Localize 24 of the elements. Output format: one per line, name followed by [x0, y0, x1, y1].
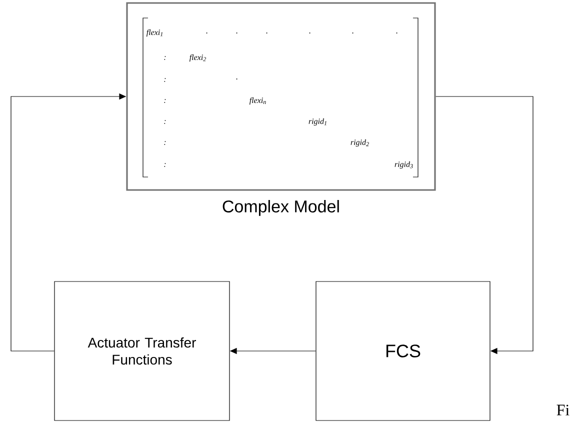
caption-text: Fi — [556, 404, 570, 416]
matrix-entry: . — [236, 32, 238, 34]
matrix-entry: . — [309, 32, 310, 34]
matrix-entry: rigid$_{3}$ — [394, 161, 413, 169]
arrow — [436, 96, 534, 354]
matrix-entry: . — [396, 32, 398, 34]
matrix-entry: flexi$_{1}$ — [146, 29, 162, 37]
matrix-entry: rigid$_{1}$ — [308, 118, 326, 126]
matrix-entry: flexi$_{2}$ — [189, 54, 206, 62]
matrix-entry: : — [164, 99, 166, 103]
matrix-entry: . — [266, 32, 268, 34]
matrix-entry: : — [164, 56, 166, 60]
matrix-entry: : — [164, 163, 166, 167]
matrix-entry: . — [352, 32, 354, 34]
matrix-entry: : — [164, 78, 166, 82]
matrix-entry: . — [206, 32, 208, 34]
box-heading: Complex Model — [222, 200, 339, 216]
matrix-entry: flexi$_{n}$ — [249, 97, 266, 105]
matrix-entry: : — [164, 141, 166, 145]
matrix-entry: : — [164, 120, 166, 124]
process-box: Actuator Transfer Functions — [54, 281, 230, 421]
process-box: FCS — [316, 281, 490, 421]
matrix-entry: . — [236, 78, 238, 80]
matrix-entry: rigid$_{2}$ — [350, 139, 369, 147]
